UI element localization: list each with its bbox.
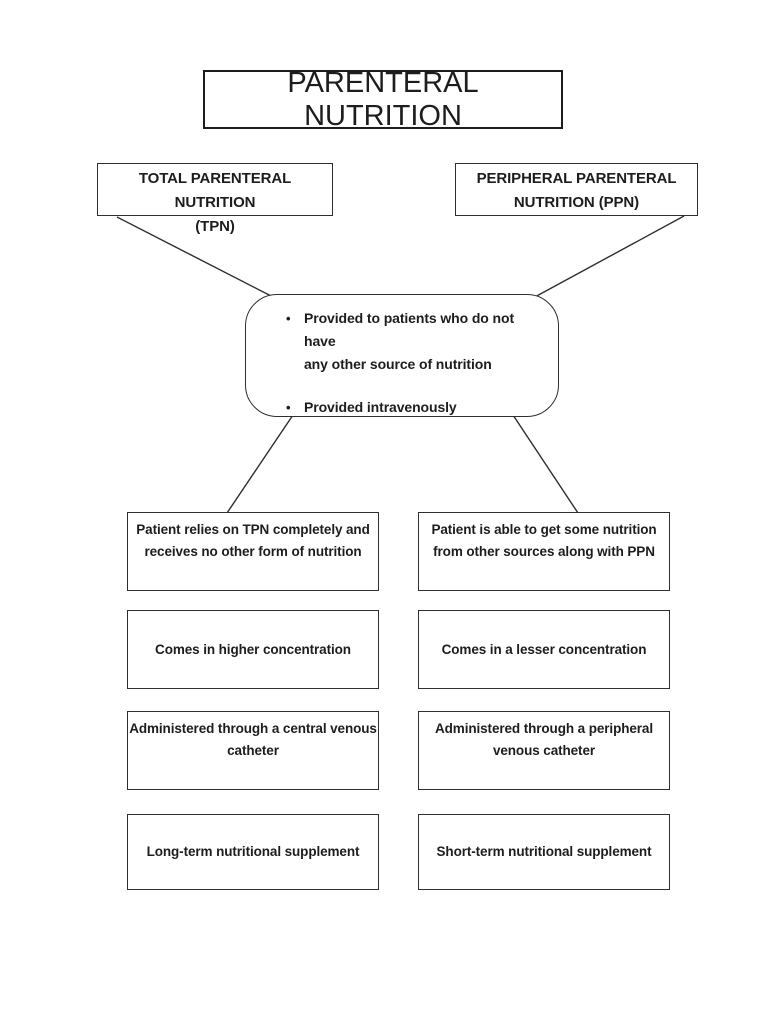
connector-shared-to-ppn-col [512,414,579,514]
box-text-line: Long-term nutritional supplement [146,844,360,859]
tpn-header-line: (TPN) [195,218,235,235]
bullet-text-line: any other source of nutrition [304,356,492,372]
connector-shared-to-tpn-col [226,414,294,514]
ppn-box-administration: Administered through a peripheral venous… [418,711,670,790]
tpn-header-box: TOTAL PARENTERAL NUTRITION (TPN) [97,163,333,235]
box-text-line: Patient relies on TPN completely and [136,522,370,537]
ppn-header-line: NUTRITION (PPN) [513,194,640,211]
connector-ppn-to-shared [532,215,685,299]
box-text-line: from other sources along with PPN [433,544,655,559]
box-text-line: Comes in higher concentration [155,641,351,657]
ppn-header-box: PERIPHERAL PARENTERAL NUTRITION (PPN) [455,163,698,216]
bullet-item: • Provided intravenously [286,396,548,419]
ppn-box-duration: Short-term nutritional supplement [418,814,670,890]
tpn-box-administration: Administered through a central venous ca… [127,711,379,790]
tpn-box-concentration: Comes in higher concentration [127,610,379,689]
shared-info-box: • Provided to patients who do not have a… [245,294,559,417]
ppn-box-reliance: Patient is able to get some nutrition fr… [418,512,670,591]
bullet-item: • Provided to patients who do not have a… [286,307,548,376]
diagram-title-box: PARENTERAL NUTRITION [203,67,563,132]
tpn-header-line: TOTAL PARENTERAL NUTRITION [138,170,292,211]
ppn-box-concentration: Comes in a lesser concentration [418,610,670,689]
box-text-line: Comes in a lesser concentration [441,641,647,657]
diagram-title: PARENTERAL NUTRITION [287,66,479,132]
bullet-text-line: Provided intravenously [304,399,457,415]
bullet-text: Provided to patients who do not have any… [304,307,548,376]
ppn-header-line: PERIPHERAL PARENTERAL [476,170,677,187]
box-text-line: venous catheter [492,743,596,758]
box-text-line: Administered through a peripheral [435,721,653,736]
bullet-text-line: Provided to patients who do not have [304,310,515,349]
box-text-line: Administered through a central venous [129,721,377,736]
tpn-box-reliance: Patient relies on TPN completely and rec… [127,512,379,591]
bullet-icon: • [286,400,291,415]
bullet-text: Provided intravenously [304,396,548,419]
box-text-line: Patient is able to get some nutrition [431,522,657,537]
tpn-box-duration: Long-term nutritional supplement [127,814,379,890]
box-text-line: Short-term nutritional supplement [436,844,652,859]
box-text-line: receives no other form of nutrition [144,544,362,559]
bullet-icon: • [286,311,291,326]
box-text-line: catheter [227,743,279,758]
